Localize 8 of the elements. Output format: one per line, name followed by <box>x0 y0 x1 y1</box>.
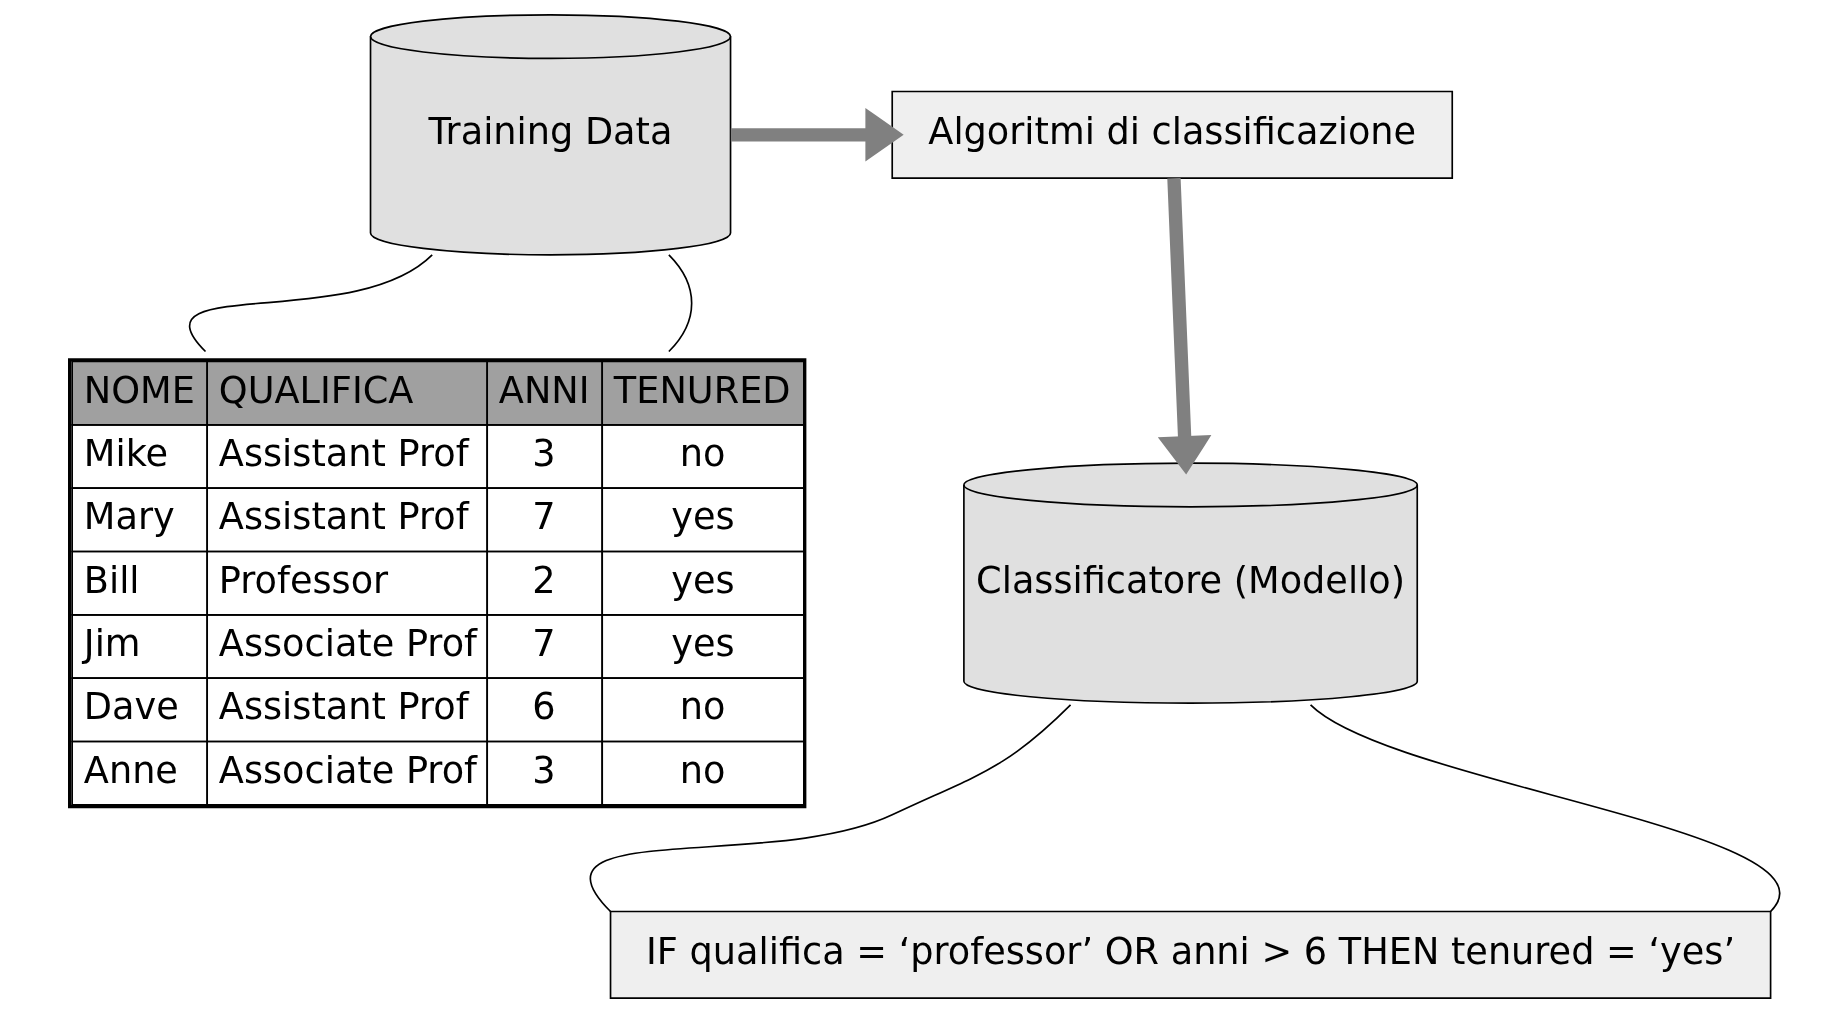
node-box: Algoritmi di classificazione <box>890 90 1453 179</box>
connector <box>589 704 1071 913</box>
arrow <box>730 108 904 162</box>
arrow <box>1157 178 1211 475</box>
connector <box>667 254 692 353</box>
node-box: IF qualifica = ‘professor’ OR anni > 6 THEN tenured = ‘yes’ <box>609 910 1771 1000</box>
connector <box>188 254 433 353</box>
connector <box>1309 704 1781 913</box>
